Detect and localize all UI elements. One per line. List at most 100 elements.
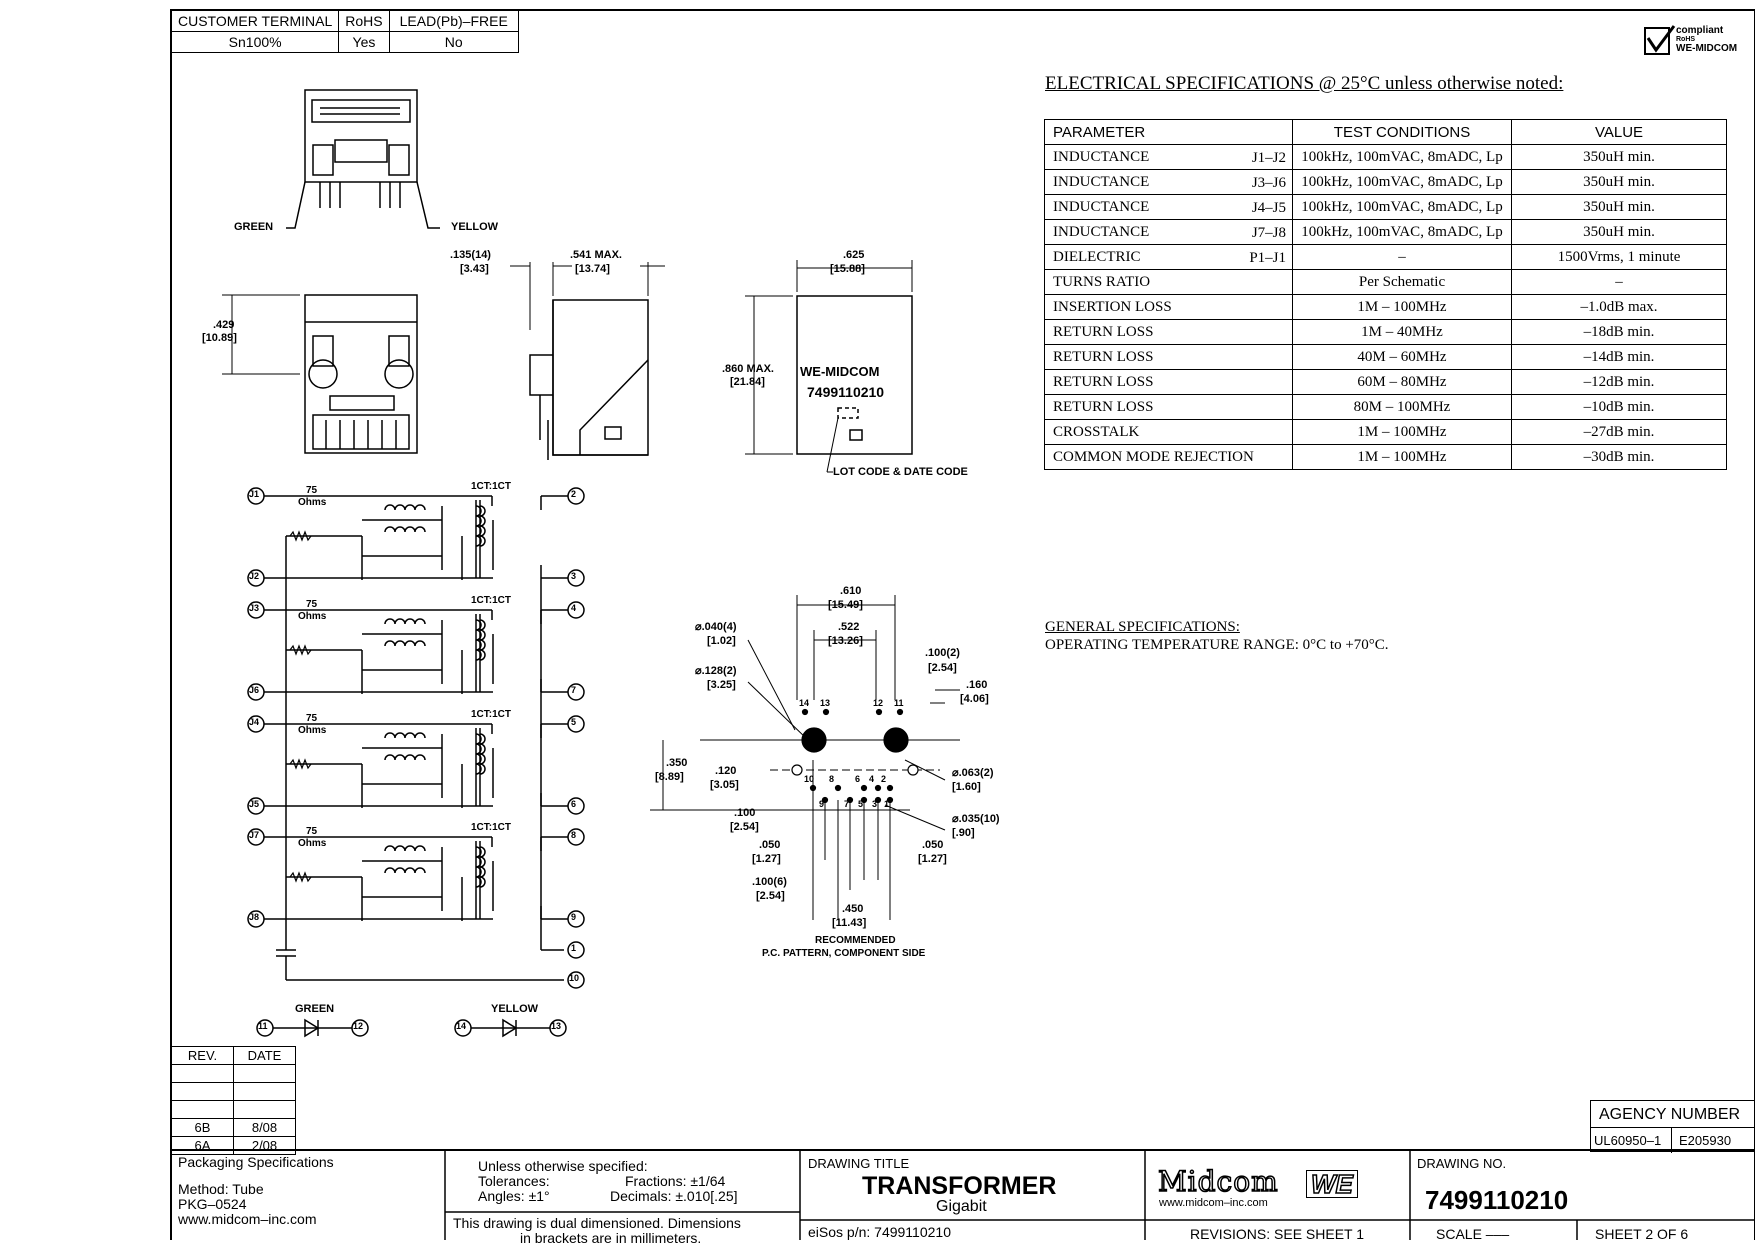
agency-ul: UL60950–1 bbox=[1594, 1133, 1662, 1148]
pin-circle bbox=[567, 683, 585, 701]
spec-parameter-text: CROSSTALK bbox=[1053, 423, 1140, 440]
pin-circle bbox=[247, 683, 265, 701]
pin-label: 2 bbox=[571, 489, 577, 499]
pin-circle bbox=[567, 971, 585, 989]
angles-tolerance: Angles: ±1° bbox=[478, 1188, 550, 1204]
signal-pin-hole bbox=[809, 784, 817, 792]
choke-coil bbox=[384, 504, 426, 511]
rohs-logo-line2: RoHS bbox=[1676, 36, 1696, 43]
pin-circle bbox=[247, 601, 265, 619]
resistor-unit: Ohms bbox=[298, 497, 327, 508]
tolerances-label: Tolerances: bbox=[478, 1173, 550, 1189]
pin-circle bbox=[567, 601, 585, 619]
part-marking-number: 7499110210 bbox=[807, 384, 885, 400]
midcom-logo-url: www.midcom–inc.com bbox=[1159, 1197, 1268, 1209]
lot-code-label: LOT CODE & DATE CODE bbox=[833, 466, 968, 478]
pcb-pin-label: 11 bbox=[894, 698, 904, 708]
pcb-pin-label: 2 bbox=[881, 774, 887, 784]
sheet-number: SHEET 2 OF 6 bbox=[1595, 1226, 1689, 1242]
pin-circle bbox=[351, 1019, 369, 1037]
packaging-method: Method: Tube bbox=[178, 1181, 264, 1197]
pcb-dim-050b: .050 bbox=[922, 839, 944, 851]
rohs-value: Yes bbox=[338, 31, 390, 53]
transformer-primary-coil bbox=[475, 733, 482, 775]
rohs-logo-line3: WE-MIDCOM bbox=[1676, 43, 1738, 54]
pcb-dim-100-2: .100(2) bbox=[925, 647, 960, 659]
pcb-dim-128-mm: [3.25] bbox=[707, 679, 736, 691]
led-pin-hole bbox=[875, 708, 883, 716]
revision-date bbox=[233, 1082, 296, 1101]
dim-541-mm: [13.74] bbox=[575, 263, 610, 275]
dual-dimension-note-2: in brackets are in millimeters. bbox=[520, 1230, 702, 1246]
pcb-pin-label: 9 bbox=[819, 799, 825, 809]
spec-parameter: RETURN LOSS bbox=[1044, 369, 1293, 395]
green-led-label: GREEN bbox=[234, 221, 274, 233]
spec-test-condition: 100kHz, 100mVAC, 8mADC, Lp bbox=[1292, 219, 1512, 245]
transformer-secondary-coil bbox=[479, 733, 486, 775]
revision-date: 2/08 bbox=[233, 1136, 296, 1155]
signal-pin-hole bbox=[874, 784, 882, 792]
pin-label: 9 bbox=[571, 912, 577, 922]
dim-625-mm: [15.88] bbox=[830, 263, 865, 275]
pcb-dim-100-6: .100(6) bbox=[752, 876, 787, 888]
pin-circle bbox=[567, 487, 585, 505]
rear-view-outline bbox=[745, 260, 913, 473]
pcb-dim-160: .160 bbox=[966, 679, 988, 691]
signal-pin-hole bbox=[886, 796, 894, 804]
dim-135: .135(14) bbox=[450, 249, 491, 261]
yellow-led-label: YELLOW bbox=[451, 221, 499, 233]
drawing-number: 7499110210 bbox=[1425, 1185, 1569, 1215]
spec-parameter-text: RETURN LOSS bbox=[1053, 398, 1154, 415]
spec-parameter-text: INSERTION LOSS bbox=[1053, 298, 1172, 315]
pin-label: 11 bbox=[258, 1021, 268, 1031]
pcb-dim-050b-mm: [1.27] bbox=[918, 853, 947, 865]
turns-ratio-label: 1CT:1CT bbox=[471, 709, 512, 720]
spec-parameter-text: DIELECTRIC bbox=[1053, 248, 1141, 265]
dim-429-mm: [10.89] bbox=[202, 332, 237, 344]
date-header: DATE bbox=[233, 1046, 296, 1065]
unless-specified: Unless otherwise specified: bbox=[478, 1158, 648, 1174]
spec-parameter: RETURN LOSS bbox=[1044, 394, 1293, 420]
pcb-dim-035-mm: [.90] bbox=[952, 827, 975, 839]
electrical-spec-table: PARAMETER TEST CONDITIONS VALUE INDUCTAN… bbox=[1044, 119, 1727, 470]
pin-circle bbox=[247, 715, 265, 733]
drawing-subtitle: Gigabit bbox=[936, 1198, 987, 1215]
resistor-symbol bbox=[289, 644, 312, 656]
pin-circle bbox=[567, 715, 585, 733]
midcom-logo-text: Midcom bbox=[1157, 1165, 1279, 1198]
locating-hole bbox=[907, 764, 919, 776]
pin-label: J8 bbox=[249, 912, 260, 922]
spec-pins: J7–J8 bbox=[1251, 225, 1286, 241]
pin-circle bbox=[567, 797, 585, 815]
pcb-pin-label: 1 bbox=[884, 799, 890, 809]
pcb-caption-2: P.C. PATTERN, COMPONENT SIDE bbox=[762, 948, 926, 959]
material-table: CUSTOMER TERMINAL RoHS LEAD(Pb)–FREE Sn1… bbox=[170, 10, 519, 53]
pin-label: 5 bbox=[571, 717, 577, 727]
pin-label: 10 bbox=[569, 973, 580, 983]
side-view-outline bbox=[510, 262, 665, 460]
pcb-dim-063: ⌀.063(2) bbox=[952, 767, 994, 779]
pin-circle bbox=[567, 941, 585, 959]
spec-parameter: COMMON MODE REJECTION bbox=[1044, 444, 1293, 470]
pin-label: J3 bbox=[249, 603, 260, 613]
spec-test-condition: 1M – 100MHz bbox=[1292, 294, 1512, 320]
pcb-dim-350: .350 bbox=[666, 757, 688, 769]
pin-circle bbox=[247, 910, 265, 928]
spec-pins: J4–J5 bbox=[1251, 200, 1286, 216]
revision-id bbox=[171, 1082, 234, 1101]
transformer-secondary-coil bbox=[479, 505, 486, 547]
revision-row bbox=[171, 1100, 296, 1119]
pcb-pin-label: 5 bbox=[858, 799, 864, 809]
pin-label: 3 bbox=[571, 571, 577, 581]
midcom-logo: Midcom WE www.midcom–inc.com bbox=[1157, 1165, 1398, 1212]
resistor-unit: Ohms bbox=[298, 725, 327, 736]
spec-test-condition: 1M – 40MHz bbox=[1292, 319, 1512, 345]
value-header: VALUE bbox=[1511, 119, 1727, 145]
resistor-value: 75 bbox=[306, 599, 318, 610]
